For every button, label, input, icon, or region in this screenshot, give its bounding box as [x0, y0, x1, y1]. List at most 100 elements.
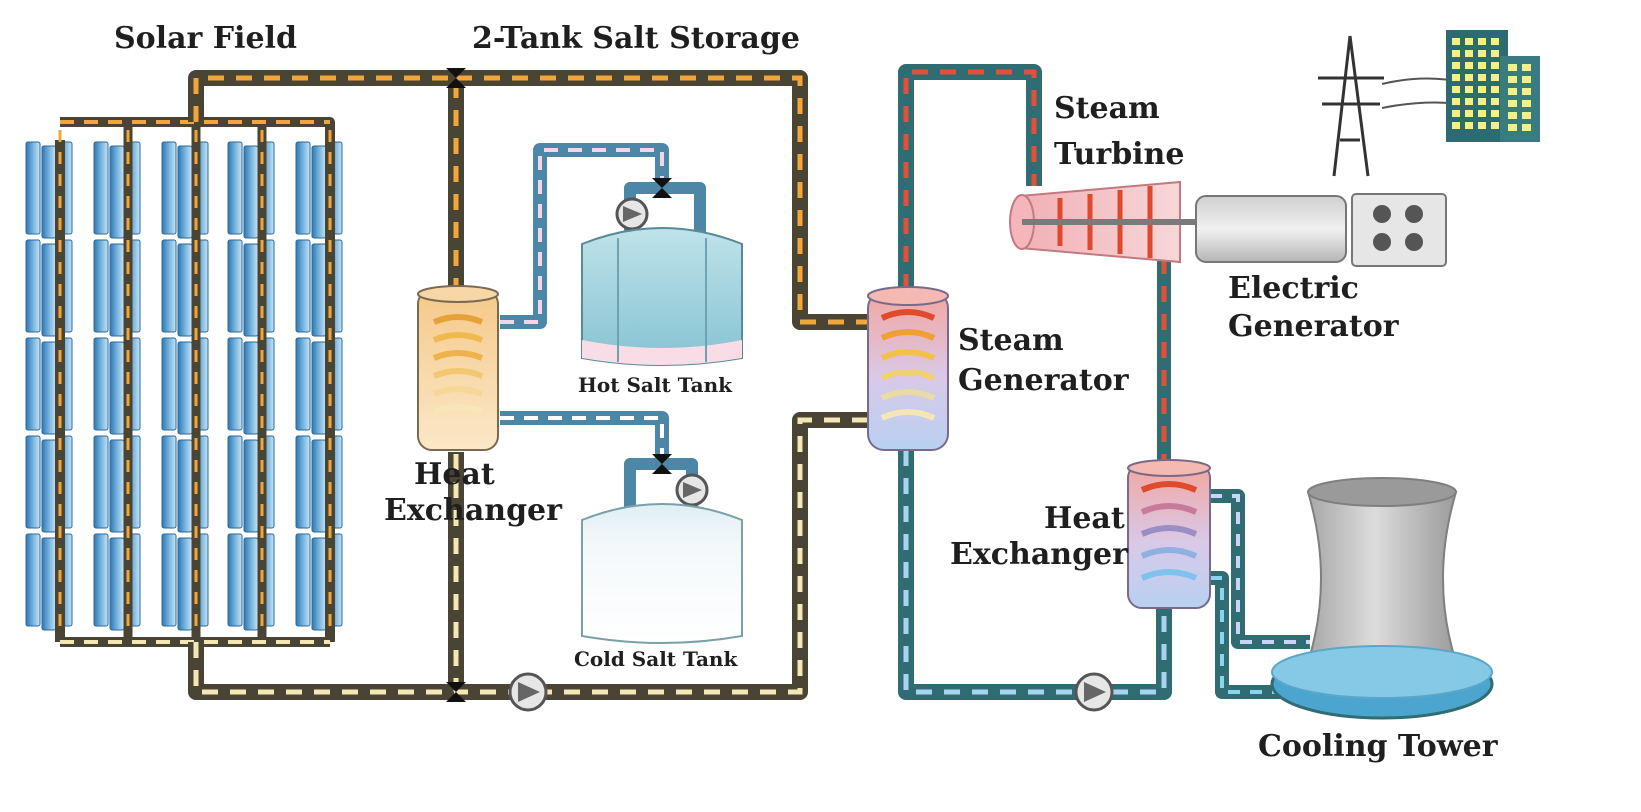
building-window [1478, 50, 1486, 57]
heat-exchanger-left [417, 285, 499, 451]
pump-icon [508, 197, 1114, 712]
mirror-panel [311, 341, 327, 435]
mirror-panel [93, 435, 109, 529]
mirror-panel [109, 537, 125, 631]
building-window [1452, 122, 1460, 129]
mirror-panel [25, 435, 41, 529]
mirror-panel [161, 337, 177, 431]
mirror-panel [295, 141, 311, 235]
label-steam-turbine-1: Steam [1054, 91, 1160, 126]
mirror-panel [227, 435, 243, 529]
building-window [1465, 98, 1473, 105]
building-window [1452, 74, 1460, 81]
mirror-panel [295, 239, 311, 333]
label-storage: 2-Tank Salt Storage [472, 21, 800, 56]
mirror-panel [161, 141, 177, 235]
building-window [1478, 86, 1486, 93]
building-window [1491, 62, 1499, 69]
building-window [1452, 38, 1460, 45]
mirror-panel [161, 533, 177, 627]
building-window [1491, 50, 1499, 57]
mirror-panel [25, 239, 41, 333]
building-window [1465, 38, 1473, 45]
building-window [1508, 124, 1517, 131]
building-window [1491, 122, 1499, 129]
mirror-panel [109, 243, 125, 337]
label-cooling-tower: Cooling Tower [1258, 729, 1499, 764]
label-steam-turbine-2: Turbine [1054, 137, 1184, 172]
mirror-panel [41, 243, 57, 337]
label-heat-exchanger-right-1: Heat [1044, 501, 1125, 536]
building-window [1491, 74, 1499, 81]
building-window [1478, 98, 1486, 105]
building-window [1465, 74, 1473, 81]
mirror-panel [177, 145, 193, 239]
building-window [1478, 110, 1486, 117]
htf-oil-loop [188, 70, 868, 700]
mirror-panel [243, 243, 259, 337]
building-window [1478, 122, 1486, 129]
heat-exchanger-right [1127, 459, 1211, 609]
mirror-panel [243, 439, 259, 533]
label-hot-salt-tank: Hot Salt Tank [578, 373, 733, 397]
building-window [1522, 124, 1531, 131]
mirror-panel [93, 239, 109, 333]
mirror-panel [227, 239, 243, 333]
mirror-panel [227, 337, 243, 431]
building-window [1465, 50, 1473, 57]
building-window [1522, 76, 1531, 83]
building-window [1465, 86, 1473, 93]
building-windows [1452, 38, 1531, 131]
mirror-panel [41, 537, 57, 631]
label-solar-field: Solar Field [114, 21, 297, 56]
mirror-panel [25, 533, 41, 627]
mirror-panel [93, 141, 109, 235]
mirror-panel [177, 243, 193, 337]
building-window [1491, 98, 1499, 105]
building-window [1452, 62, 1460, 69]
mirror-panel [295, 435, 311, 529]
mirror-panel [311, 537, 327, 631]
mirror-panel [161, 435, 177, 529]
mirror-panel [243, 537, 259, 631]
electric-generator [1195, 193, 1447, 267]
mirror-panel [177, 341, 193, 435]
label-cold-salt-tank: Cold Salt Tank [574, 647, 738, 671]
mirror-panel [177, 439, 193, 533]
building-window [1478, 62, 1486, 69]
building-window [1508, 100, 1517, 107]
mirror-panel [25, 141, 41, 235]
solar-field-pipes [55, 117, 335, 647]
label-steam-generator-2: Generator [958, 363, 1130, 398]
building-window [1452, 110, 1460, 117]
mirror-panel [93, 533, 109, 627]
building-window [1452, 98, 1460, 105]
building-window [1508, 76, 1517, 83]
label-electric-generator-2: Generator [1228, 309, 1400, 344]
mirror-panel [109, 439, 125, 533]
mirror-panel [243, 341, 259, 435]
cooling-tower [1270, 477, 1494, 720]
building-window [1478, 38, 1486, 45]
water-steam-loop [898, 64, 1310, 700]
mirror-panel [295, 533, 311, 627]
valve-icon [446, 68, 672, 702]
building-window [1452, 86, 1460, 93]
solar-field [25, 117, 343, 647]
building-window [1478, 74, 1486, 81]
label-electric-generator-1: Electric [1228, 271, 1359, 306]
building-window [1508, 64, 1517, 71]
mirror-panel [109, 145, 125, 239]
mirror-panel [41, 439, 57, 533]
mirror-panel [109, 341, 125, 435]
city-building-icon [1446, 30, 1540, 142]
cold-salt-tank [581, 503, 743, 644]
building-window [1491, 110, 1499, 117]
building-window [1508, 88, 1517, 95]
mirror-panel [311, 243, 327, 337]
steam-generator [867, 286, 949, 451]
mirror-panel [227, 141, 243, 235]
building-window [1465, 62, 1473, 69]
hot-salt-tank [581, 227, 743, 366]
